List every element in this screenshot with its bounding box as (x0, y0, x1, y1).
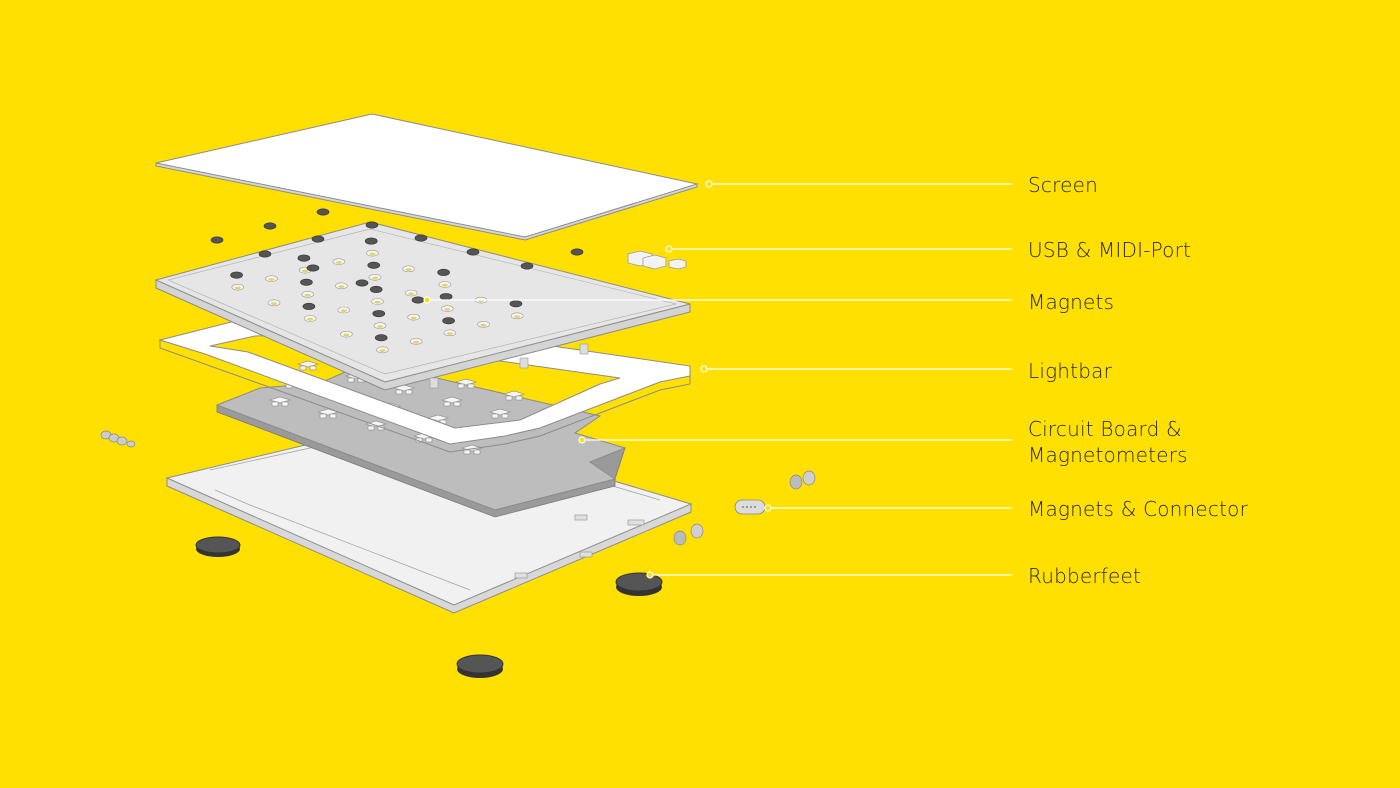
panel-hole-light (410, 316, 417, 320)
panel-hole-light (514, 315, 521, 319)
label-lightbar: Lightbar (1028, 359, 1112, 383)
rubberfeet-group (195, 536, 663, 678)
panel-hole-light (444, 308, 451, 311)
label-usb-midi-port: USB & MIDI-Port (1028, 238, 1192, 262)
magnetometer-pad (501, 413, 509, 419)
panel-magnet (439, 293, 453, 301)
magnetometer-pad (271, 401, 279, 407)
panel-hole-light (441, 283, 448, 287)
magnetometer-pad (405, 389, 413, 395)
panel-magnets (230, 237, 523, 342)
floating-magnet (311, 235, 325, 243)
floating-magnet (258, 250, 272, 258)
floating-magnet (355, 279, 369, 287)
floating-magnet (263, 222, 277, 230)
connector (734, 499, 766, 515)
panel-hole-light (234, 286, 241, 290)
magnetometer-pad (281, 401, 289, 407)
magnetometer-pad (467, 383, 475, 389)
panel-holes (231, 249, 524, 354)
floating-magnet (365, 221, 379, 229)
panel-magnet (230, 271, 243, 279)
small-magnet (673, 470, 816, 546)
panel-hole-light (480, 323, 487, 327)
magnetometer-pad (329, 413, 337, 419)
label-magnets-connector: Magnets & Connector (1028, 497, 1249, 521)
floating-magnet (306, 264, 320, 272)
magnetometer-pad (491, 413, 499, 419)
panel-magnet (372, 310, 386, 318)
panel-hole-light (304, 293, 311, 297)
panel-hole-light (413, 340, 420, 344)
floating-magnet (210, 236, 224, 244)
panel-magnet (302, 302, 316, 310)
panel-hole-light (369, 252, 376, 256)
panel-hole-light (446, 332, 453, 336)
label-circuit-board-line2: Magnetometers (1028, 443, 1188, 467)
panel-hole-light (405, 268, 412, 272)
floating-magnets (210, 208, 584, 304)
label-circuit-board-line1: Circuit Board & (1028, 417, 1182, 441)
floating-magnet (466, 248, 480, 256)
panel-hole-light (340, 309, 347, 313)
panel-hole-light (307, 317, 314, 321)
rubberfoot-right (615, 572, 663, 596)
magnetometer-pad (505, 395, 513, 401)
side-screws (100, 430, 136, 448)
magnetometer-pad (457, 383, 465, 389)
floating-magnet (570, 248, 584, 256)
rubberfoot-left (195, 536, 241, 557)
magnetometer-pad (463, 449, 471, 455)
floating-magnet (316, 208, 330, 216)
panel-magnet (367, 261, 381, 269)
panel-hole-light (379, 349, 386, 353)
label-screen: Screen (1028, 173, 1098, 197)
panel-magnet (374, 334, 388, 342)
floating-magnet (520, 262, 534, 270)
panel-hole-light (377, 325, 383, 328)
magnetometer-pad (309, 365, 317, 371)
magnets-and-connector (673, 470, 816, 546)
magnetometer-pad (367, 425, 375, 431)
panel-hole-light (372, 276, 378, 280)
panel-magnet (437, 268, 450, 276)
panel-hole-light (271, 302, 277, 306)
magnetometer-pad (443, 401, 451, 407)
panel-magnet (297, 254, 311, 262)
screen-panel (155, 113, 699, 241)
panel-hole-light (268, 278, 275, 281)
panel-hole-light (374, 300, 381, 304)
panel-magnet (364, 237, 378, 245)
magnetometer-pad (319, 413, 327, 419)
panel-hole-light (343, 333, 350, 337)
label-magnets: Magnets (1028, 290, 1115, 314)
floating-magnet (414, 234, 428, 242)
panel-hole-light (302, 269, 309, 273)
magnetometer-pad (299, 365, 307, 371)
panel-magnet (509, 300, 523, 308)
panel-hole-light (408, 292, 415, 296)
floating-magnet (411, 296, 425, 304)
rubberfoot-bottom (456, 654, 504, 678)
magnetometer-pad (515, 395, 523, 401)
magnetometer-pad (347, 377, 355, 383)
label-rubberfeet: Rubberfeet (1028, 564, 1142, 588)
panel-magnet (369, 285, 383, 293)
panel-hole-light (338, 285, 345, 289)
magnetometer-pad (425, 437, 433, 443)
panel-magnet (300, 278, 313, 286)
callout-lines (423, 180, 1012, 579)
magnetometer-pad (473, 449, 481, 455)
panel-hole-light (335, 261, 342, 264)
magnetometer-pad (395, 389, 403, 395)
usb-midi-ports (627, 250, 687, 270)
panel-magnet (442, 317, 455, 325)
magnetometer-pad (453, 401, 461, 407)
